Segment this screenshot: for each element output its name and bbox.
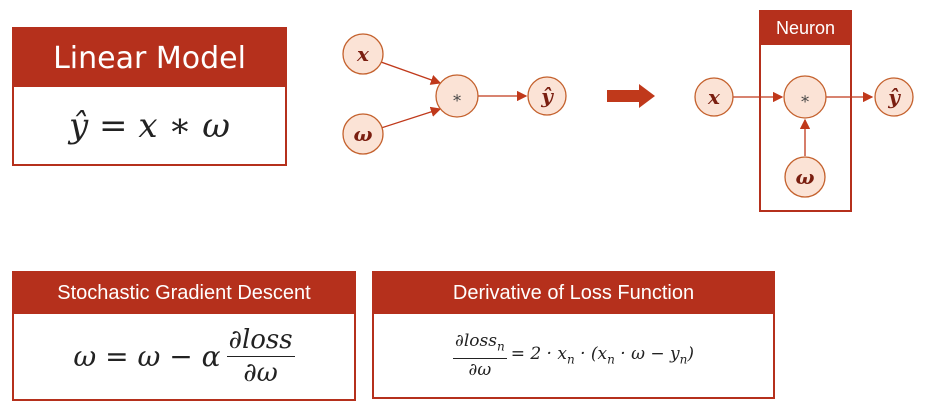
sgd-card: Stochastic Gradient Descent ω = ω − α ∂l… <box>12 271 356 401</box>
derivative-rhs-b: · (x <box>574 344 608 365</box>
node-mul: ∗ <box>435 74 479 118</box>
derivative-title: Derivative of Loss Function <box>452 282 695 304</box>
derivative-rhs-sub3: n <box>679 352 688 367</box>
derivative-rhs-sub1: n <box>566 352 575 367</box>
neuron-box: Neuron <box>759 10 852 212</box>
derivative-rhs: = 2 · xn · (xn · ω − yn) <box>511 344 694 366</box>
sgd-title-bar: Stochastic Gradient Descent <box>14 273 354 314</box>
node-x: x <box>342 33 384 75</box>
sgd-frac-num: ∂loss <box>226 325 295 357</box>
node-w: ω <box>342 113 384 155</box>
neuron-label: Neuron <box>775 18 836 38</box>
linear-model-formula-area: ŷ = x ∗ ω <box>14 87 285 164</box>
node-w-right: ω <box>784 156 826 198</box>
linear-model-card: Linear Model ŷ = x ∗ ω <box>12 27 287 166</box>
derivative-rhs-c: · ω − y <box>614 344 680 365</box>
transform-arrow <box>607 84 655 108</box>
derivative-frac-num-sub: n <box>496 339 505 354</box>
node-x-label: x <box>356 42 370 66</box>
node-mul-right-label: ∗ <box>800 89 811 108</box>
derivative-frac-num: ∂lossn <box>453 330 507 359</box>
node-w-right-label: ω <box>795 165 814 189</box>
neuron-label-bar: Neuron <box>761 12 850 45</box>
edge-w-to-mul <box>380 106 442 129</box>
derivative-rhs-d: ) <box>687 344 694 365</box>
derivative-rhs-sub2: n <box>607 352 615 367</box>
sgd-formula-area: ω = ω − α ∂loss ∂ω <box>14 314 354 399</box>
sgd-frac-den: ∂ω <box>243 358 278 388</box>
node-x-right-label: x <box>707 85 721 109</box>
graph-right: x ∗ ω ŷ <box>694 75 914 198</box>
node-mul-label: ∗ <box>452 88 463 107</box>
node-yhat-label: ŷ <box>540 84 554 108</box>
linear-model-title: Linear Model <box>53 40 246 76</box>
derivative-title-bar: Derivative of Loss Function <box>374 273 773 314</box>
edge-x-to-mul <box>380 61 442 85</box>
node-w-label: ω <box>353 122 372 146</box>
linear-model-formula: ŷ = x ∗ ω <box>69 105 230 146</box>
derivative-fraction: ∂lossn ∂ω <box>453 330 507 380</box>
derivative-rhs-a: = 2 · x <box>510 344 567 365</box>
node-mul-right: ∗ <box>783 75 827 119</box>
graph-left: x ω ∗ ŷ <box>342 33 567 155</box>
node-yhat-right-label: ŷ <box>887 85 901 109</box>
derivative-frac-num-text: ∂loss <box>455 331 497 352</box>
sgd-formula-lhs: ω = ω − α <box>73 340 221 373</box>
node-yhat-right: ŷ <box>874 77 914 117</box>
derivative-card: Derivative of Loss Function ∂lossn ∂ω = … <box>372 271 775 399</box>
derivative-frac-den: ∂ω <box>468 359 492 380</box>
node-yhat: ŷ <box>527 76 567 116</box>
node-x-right: x <box>694 77 734 117</box>
linear-model-title-bar: Linear Model <box>14 29 285 87</box>
sgd-fraction: ∂loss ∂ω <box>226 324 295 389</box>
sgd-title: Stochastic Gradient Descent <box>57 282 311 304</box>
derivative-formula-area: ∂lossn ∂ω = 2 · xn · (xn · ω − yn) <box>374 314 773 397</box>
